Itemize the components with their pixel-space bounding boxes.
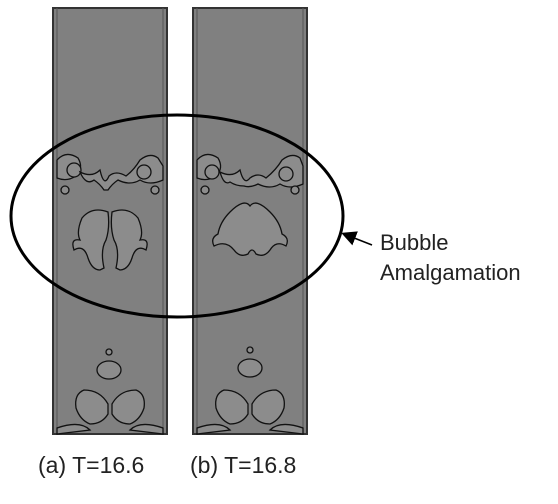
panel-a-bubbles-lower bbox=[56, 348, 164, 435]
bubble-amalgamation-label: Bubble Amalgamation bbox=[380, 228, 521, 288]
panel-b-bubbles-lower bbox=[196, 346, 304, 435]
caption-panel-a: (a) T=16.6 bbox=[38, 452, 145, 478]
panel-b-bubbles-upper bbox=[196, 153, 304, 195]
amalgamation-highlight-ellipse bbox=[9, 113, 345, 319]
annotation-line-1: Bubble bbox=[380, 230, 449, 255]
caption-panel-b: (b) T=16.8 bbox=[190, 452, 297, 478]
panel-b-column bbox=[192, 7, 308, 435]
panel-a-bubbles-upper bbox=[56, 153, 164, 195]
panel-a-split-bubble bbox=[72, 209, 148, 271]
panel-b-merged-bubble bbox=[212, 202, 288, 256]
panel-a-column bbox=[52, 7, 168, 435]
annotation-arrow bbox=[341, 231, 373, 246]
annotation-line-2: Amalgamation bbox=[380, 260, 521, 285]
